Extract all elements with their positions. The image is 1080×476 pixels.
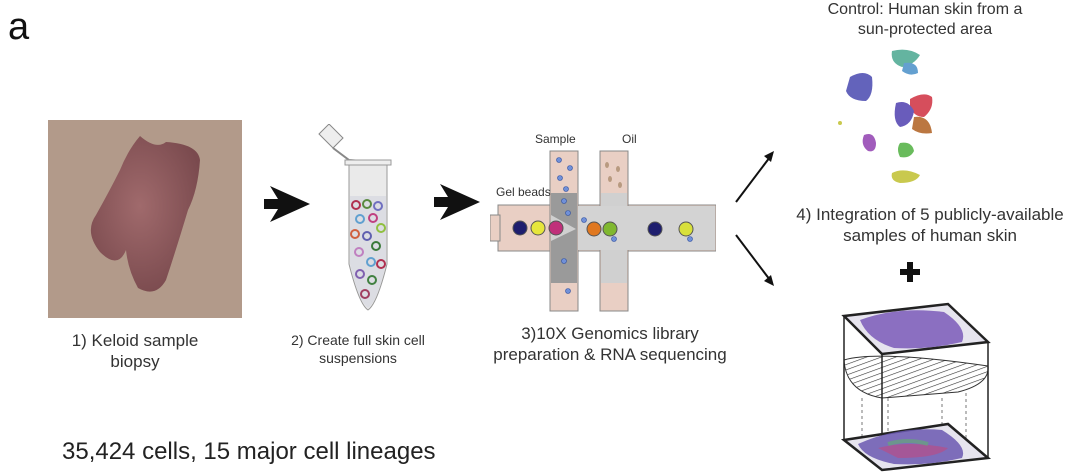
umap-cluster: [902, 62, 918, 75]
droplet-orange: [586, 221, 602, 237]
oil-label: Oil: [622, 132, 637, 146]
arrow-right-icon: [434, 184, 480, 220]
control-umap-plot: [838, 49, 933, 183]
control-caption-line1: Control: Human skin from a: [827, 1, 1023, 18]
cell-suspension-tube: [318, 124, 392, 311]
arrow-up-right-icon: [764, 151, 774, 162]
umap-cluster: [894, 102, 914, 127]
control-caption-line2: sun-protected area: [857, 21, 993, 38]
step2-caption: 2) Create full skin cell suspensions: [268, 332, 448, 367]
control-caption: Control: Human skin from a sun-protected…: [800, 0, 1050, 40]
step2-caption-line2: suspensions: [319, 349, 397, 366]
umap-cluster: [898, 142, 914, 158]
spatial-transcriptomics-cube: [840, 302, 992, 472]
umap-cluster: [846, 73, 873, 101]
capture-membrane: [843, 355, 989, 399]
step3-caption: 3)10X Genomics library preparation & RNA…: [470, 323, 750, 366]
step1-caption-line2: biopsy: [110, 352, 160, 372]
umap-cluster: [838, 121, 842, 125]
umap-cluster: [912, 116, 932, 134]
gel-bead-navy: [512, 220, 528, 236]
step4-caption-line2: samples of human skin: [843, 226, 1017, 246]
umap-cluster: [862, 134, 876, 152]
branch-arrows: [735, 151, 774, 286]
plus-icon: [900, 262, 920, 282]
gel-bead-yellow: [530, 220, 546, 236]
step4-caption: 4) Integration of 5 publicly-available s…: [780, 204, 1080, 247]
keloid-lesion: [90, 136, 200, 292]
microfluidic-chip: [490, 150, 716, 312]
step3-caption-line1: 3)10X Genomics library: [521, 324, 699, 343]
umap-cluster: [910, 94, 933, 117]
umap-cluster: [891, 49, 920, 67]
step4-caption-line1: 4) Integration of 5 publicly-available: [796, 205, 1064, 224]
gel-beads-label: Gel beads: [496, 185, 551, 199]
summary-text: 35,424 cells, 15 major cell lineages: [62, 438, 436, 465]
step1-caption: 1) Keloid sample biopsy: [40, 330, 230, 373]
gel-bead-magenta: [548, 220, 564, 236]
arrow-right-icon: [264, 186, 310, 222]
step2-caption-line1: 2) Create full skin cell: [291, 332, 425, 348]
umap-cluster: [891, 170, 920, 183]
panel-label: a: [8, 6, 30, 48]
sample-label: Sample: [535, 132, 576, 146]
droplet-green: [602, 221, 618, 237]
step3-caption-line2: preparation & RNA sequencing: [493, 345, 727, 365]
droplet-navy: [647, 221, 663, 237]
keloid-photo: [48, 120, 242, 318]
droplet-yellow: [678, 221, 694, 237]
arrow-down-right-icon: [764, 275, 774, 286]
step1-caption-line1: 1) Keloid sample: [71, 331, 199, 350]
